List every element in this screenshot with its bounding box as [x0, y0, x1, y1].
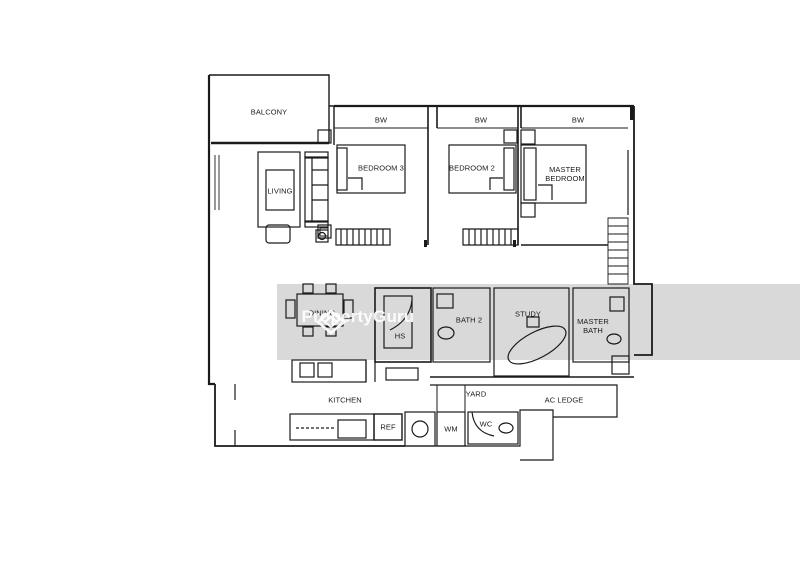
kitchen-counter-bottom — [289, 413, 375, 441]
armchair — [265, 224, 291, 244]
top-post — [630, 106, 634, 120]
label-master-bedroom: MASTER BEDROOM — [545, 165, 585, 183]
door-post-2 — [513, 240, 516, 247]
hs-bed — [383, 295, 413, 349]
washer-space — [404, 411, 436, 447]
wc-door — [471, 411, 495, 437]
wm-space — [436, 411, 466, 447]
pillow-bedroom-3 — [336, 147, 348, 191]
label-bath-2: BATH 2 — [455, 315, 483, 325]
label-ref: REF — [380, 422, 396, 432]
sofa-arm-top — [304, 151, 329, 159]
master-wardrobe — [607, 217, 629, 285]
living-window — [214, 155, 220, 210]
louvre-bedroom-2 — [462, 228, 519, 246]
sofa-living — [304, 156, 329, 223]
label-bw-3: BW — [571, 115, 585, 125]
pillow-bedroom-2 — [503, 147, 515, 191]
bottom-wall-yard — [405, 409, 554, 461]
bath2-wc — [437, 326, 455, 340]
label-bedroom-2: BEDROOM 2 — [449, 163, 495, 173]
bedside-master-b — [520, 202, 536, 218]
label-balcony: BALCONY — [250, 107, 288, 117]
sofa-cushions — [311, 157, 328, 222]
kitchen-hob-2 — [337, 419, 367, 439]
pillow-master — [523, 147, 537, 201]
hs-shelf — [385, 367, 419, 381]
duvet-fold-3 — [348, 177, 363, 190]
label-study: STUDY — [515, 309, 541, 319]
washer-drum — [411, 420, 429, 438]
wc-bowl — [498, 422, 514, 434]
label-bw-1: BW — [374, 115, 388, 125]
bath2-room — [432, 287, 491, 363]
ac-ledge-outline — [520, 384, 618, 418]
wc-room — [467, 411, 519, 445]
label-kitchen: KITCHEN — [328, 395, 362, 405]
label-ac-ledge: AC LEDGE — [544, 395, 584, 405]
hs-door — [389, 299, 413, 331]
living-rug — [257, 151, 301, 228]
kitchen-hob — [317, 362, 333, 378]
master-bath-room — [572, 287, 630, 363]
yard-wall — [436, 385, 466, 412]
kitchen-sink — [299, 362, 315, 378]
bed-bedroom-2 — [448, 144, 517, 194]
study-chair — [526, 316, 540, 328]
duvet-fold-2 — [489, 177, 503, 190]
bath2-basin — [436, 293, 454, 309]
hs-room — [374, 287, 432, 363]
master-wc — [606, 333, 622, 345]
louvre-bedroom-3 — [335, 228, 391, 246]
bed3-closet-pull — [319, 227, 329, 237]
east-wall — [633, 106, 653, 356]
chair-2 — [325, 283, 337, 294]
label-hs: HS — [394, 331, 406, 341]
bedside-bedroom-3a — [317, 129, 332, 144]
bedroom-divider-1 — [427, 106, 438, 245]
label-bw-2: BW — [474, 115, 488, 125]
label-master-bath: MASTER BATH — [577, 317, 609, 335]
chair-3 — [302, 326, 314, 337]
sofa-arm-bottom — [304, 220, 329, 228]
dining-table — [296, 293, 344, 327]
kitchen-west-wall — [214, 384, 405, 447]
label-living: LIVING — [267, 186, 293, 196]
propertyguru-logo-icon — [316, 309, 346, 335]
label-wm: WM — [444, 424, 458, 434]
chair-6 — [343, 299, 354, 319]
bedside-bedroom-2a — [503, 129, 518, 144]
fridge — [373, 413, 403, 441]
chair-5 — [285, 299, 296, 319]
outer-wall-west — [207, 75, 215, 386]
bedside-master-a — [520, 129, 536, 145]
door-post-1 — [424, 240, 427, 247]
label-dining: DINING — [308, 308, 336, 318]
bed-master — [520, 144, 587, 204]
study-room — [493, 287, 570, 377]
wardrobe-bw1 — [333, 127, 428, 145]
label-bedroom-3: BEDROOM 3 — [358, 163, 404, 173]
study-desk — [507, 325, 567, 365]
coffee-table — [265, 169, 295, 211]
bedroom-divider-2 — [517, 106, 522, 245]
balcony-outline — [209, 74, 330, 143]
duvet-fold-m — [538, 184, 553, 200]
master-shower — [611, 355, 630, 375]
kitchen-divider — [365, 360, 376, 382]
label-yard: YARD — [465, 389, 487, 399]
master-basin — [609, 296, 625, 312]
propertyguru-watermark: PropertyGuru — [301, 307, 415, 326]
chair-1 — [302, 283, 314, 294]
label-wc: WC — [479, 419, 493, 429]
